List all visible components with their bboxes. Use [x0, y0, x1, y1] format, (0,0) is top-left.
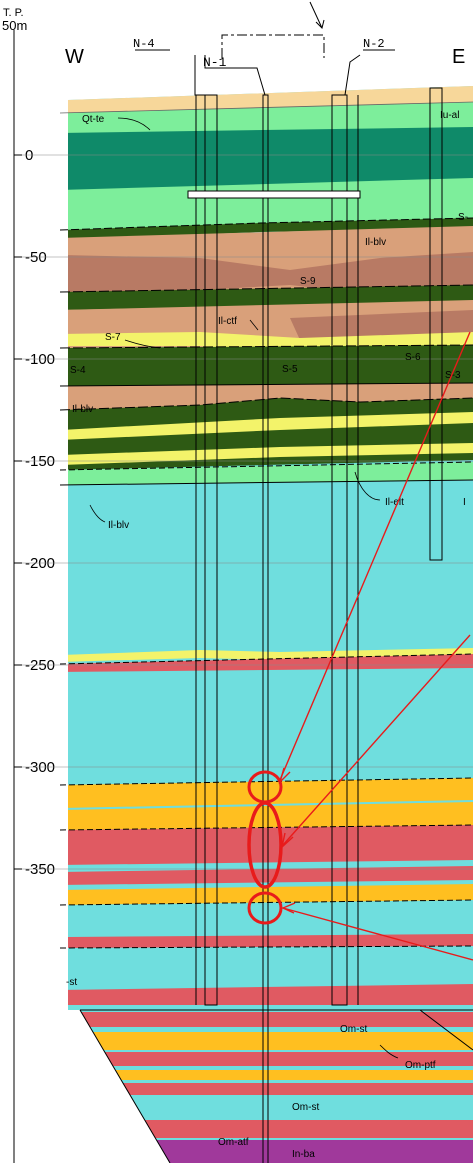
pointer-arrow-3 [282, 907, 473, 961]
pointer-arrow-1 [279, 331, 471, 781]
borehole-east [429, 87, 443, 561]
yellow-band-3 [68, 443, 473, 465]
label-il-blv-3: Il-blv [108, 520, 129, 531]
borehole-leaders [194, 1, 361, 96]
yellow-band-4 [68, 648, 473, 662]
axis-tick-label: -250 [25, 657, 55, 674]
purple-basement [80, 1140, 473, 1163]
west-label: W [65, 46, 84, 68]
label-il-blv-1: Il-blv [365, 237, 386, 248]
label-s6: S-6 [405, 352, 421, 363]
pointer-arrow-2 [282, 634, 471, 846]
orange-band-2 [68, 802, 473, 830]
label-leaders [89, 117, 399, 1059]
well-label-n4: N-4 [133, 37, 155, 51]
borehole-n4 [204, 94, 218, 1006]
label-s9: S-9 [300, 276, 316, 287]
label-s-right: S- [458, 212, 468, 223]
pointer-arrowhead-1 [278, 767, 291, 785]
label-s5: S-5 [282, 364, 298, 375]
white-marker-bar [187, 190, 361, 199]
stratum-boundaries [59, 101, 473, 949]
depth-axis: 0 -50 -100 -150 -200 -250 -300 -350 [13, 30, 473, 1163]
label-st-left: -st [66, 977, 77, 988]
east-label: E [452, 46, 465, 68]
axis-tick-label: 0 [25, 147, 33, 164]
well-label-n2: N-2 [363, 37, 385, 51]
label-s7: S-7 [105, 332, 121, 343]
dark-green-layer [68, 127, 473, 193]
trough-outline [79, 1009, 473, 1164]
orange-lower-band-2 [80, 1070, 473, 1080]
orange-lower-band [80, 1032, 473, 1050]
label-i: I [463, 497, 466, 508]
well-label-n1: N-1 [203, 55, 227, 70]
label-s3: S-3 [445, 370, 461, 381]
red-band-4 [68, 934, 473, 948]
axis-tick-label: -200 [25, 555, 55, 572]
label-om-atf: Om-atf [218, 1137, 249, 1148]
pointer-arrowhead-3 [281, 902, 296, 914]
axis-tick-label: -150 [25, 453, 55, 470]
label-il-ctf: Il-ctf [218, 316, 237, 327]
label-om-st-2: Om-st [292, 1102, 319, 1113]
label-om-st-1: Om-st [340, 1024, 367, 1035]
red-band-5 [68, 984, 473, 1005]
red-lower-band-3 [80, 1083, 473, 1095]
dark-band-3 [68, 345, 473, 388]
red-annotations [247, 331, 473, 961]
red-band-2 [68, 825, 473, 865]
label-s4: S-4 [70, 365, 86, 376]
axis-top-label: 50m [2, 18, 27, 33]
label-om-ptf: Om-ptf [405, 1060, 436, 1071]
red-lower-band-2 [80, 1052, 473, 1066]
axis-tick-label: -100 [25, 351, 55, 368]
orange-band [68, 778, 473, 808]
label-il-blv-2: Il-blv [72, 404, 93, 415]
borehole-n2 [331, 94, 348, 1006]
axis-tick-label: -300 [25, 759, 55, 776]
label-iu-al: Iu-al [440, 110, 459, 121]
axis-unit-label: T. P. [3, 7, 24, 19]
pointer-arrowhead-2 [280, 832, 294, 849]
axis-tick-label: -350 [25, 861, 55, 878]
unit-labels: Qt-te Iu-al Il-blv S-9 Il-ctf S-7 S-6 S-… [66, 110, 468, 1160]
lower-strata [80, 1010, 473, 1163]
label-il-elt: Il-elt [385, 497, 404, 508]
annotation-circle-bottom [247, 891, 283, 925]
red-lower-band [80, 1012, 473, 1027]
red-band-3 [68, 866, 473, 885]
boreholes [187, 87, 443, 1166]
red-lower-band-4 [80, 1120, 473, 1138]
annotation-ellipse-middle [247, 801, 283, 889]
dark-band [68, 218, 473, 240]
red-band [68, 654, 473, 672]
label-qt-te: Qt-te [82, 114, 105, 125]
yellow-band-2 [68, 412, 473, 440]
axis-tick-label: -50 [25, 249, 47, 266]
light-green-layer-3 [68, 462, 473, 485]
label-in-ba: In-ba [292, 1149, 315, 1160]
upper-strata [68, 86, 473, 1010]
